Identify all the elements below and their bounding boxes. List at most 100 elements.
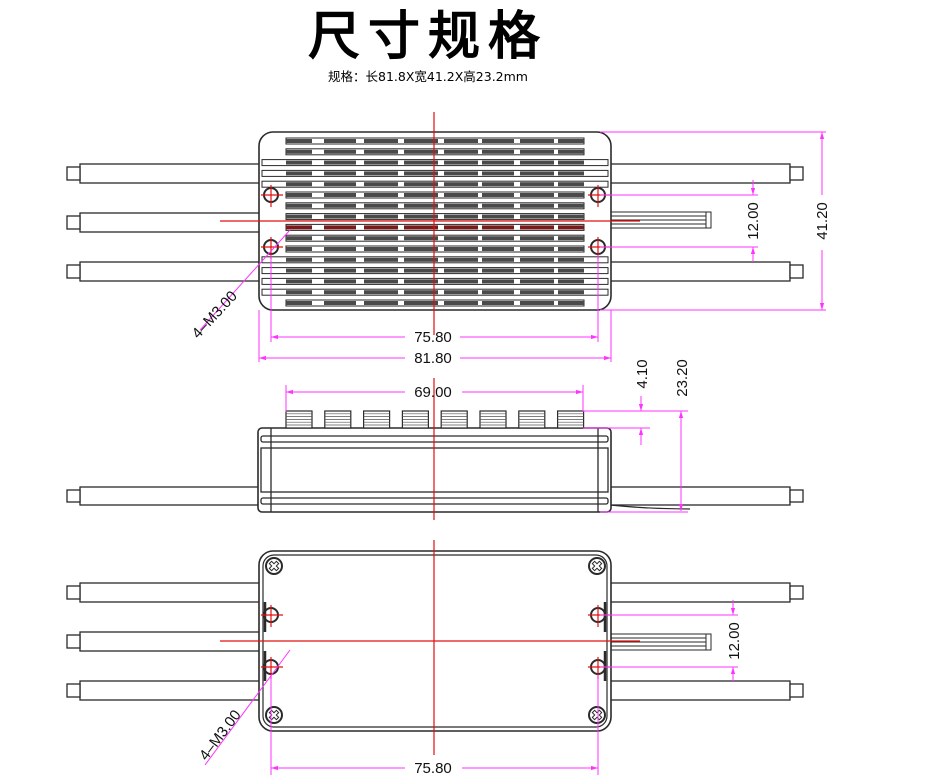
page-title: 尺寸规格: [307, 7, 548, 67]
dim-total-height: 23.20: [674, 359, 691, 397]
screw-icon: [588, 706, 606, 724]
fin-segment: [324, 139, 356, 143]
fin-segment: [286, 203, 312, 208]
fin-segment: [520, 171, 554, 176]
fin-segment: [364, 279, 398, 284]
fin-segment: [324, 225, 356, 230]
fin-segment: [324, 193, 356, 197]
wire: [607, 680, 791, 701]
bottom-right-wires: [607, 582, 804, 701]
fin-segment: [482, 279, 514, 284]
wire-tip: [789, 264, 804, 279]
signal-cable: [609, 211, 712, 229]
dim-hole-spacing-width-bottom: 75.80: [414, 760, 452, 777]
fin-segment: [324, 247, 356, 251]
fin-segment: [482, 290, 514, 295]
dim-hole-spacing-height-bottom: 12.00: [726, 622, 743, 660]
fin-segment: [404, 257, 438, 262]
fin-segment: [364, 203, 398, 208]
fin-segment: [286, 214, 312, 219]
fin-segment: [404, 193, 438, 197]
fin-segment: [482, 160, 514, 165]
fin-segment: [324, 268, 356, 273]
wire: [79, 163, 261, 184]
fin-segment: [324, 301, 356, 305]
fin-segment: [520, 139, 554, 143]
fin-segment: [558, 225, 584, 230]
fin-segment: [286, 225, 312, 230]
fin-segment: [520, 182, 554, 187]
fin-segment: [404, 139, 438, 143]
fin-segment: [364, 182, 398, 187]
wire-tip: [66, 585, 81, 600]
bottom-view: 75.80 12.00 4–M3.00: [66, 540, 804, 777]
fin-segment: [444, 203, 478, 208]
fin-segment: [286, 193, 312, 197]
fin-segment: [364, 171, 398, 176]
fin-segment: [286, 247, 312, 251]
fin-segment: [520, 236, 554, 241]
wire-tip: [789, 489, 804, 503]
wire-tip: [789, 166, 804, 181]
wire: [79, 212, 261, 233]
centerlines-bottom: [220, 540, 640, 755]
side-wires: [66, 486, 804, 510]
fin-segment: [558, 290, 584, 295]
fin-segment: [404, 301, 438, 305]
fin-segment: [558, 171, 584, 176]
heatsink-fins: [261, 137, 609, 307]
fin-segment: [558, 182, 584, 187]
fin-segment: [286, 171, 312, 176]
fin-segment: [404, 279, 438, 284]
dim-mounting-holes-bottom: 4–M3.00: [196, 707, 245, 764]
fin-segment: [558, 203, 584, 208]
fin-segment: [324, 257, 356, 262]
wire-tip: [66, 215, 81, 230]
fin-segment: [482, 214, 514, 219]
fin-segment: [324, 214, 356, 219]
fin-segment: [324, 203, 356, 208]
fin-segment: [444, 214, 478, 219]
heatsink-fin-blocks: [285, 410, 585, 429]
dim-total-length: 81.80: [414, 350, 452, 367]
wire: [609, 163, 791, 184]
fin-segment: [364, 225, 398, 230]
fin-segment: [444, 290, 478, 295]
fin-segment: [404, 203, 438, 208]
fin-segment: [324, 171, 356, 176]
fin-segment: [520, 257, 554, 262]
screw-icon: [588, 557, 606, 575]
fin-segment: [286, 290, 312, 295]
centerlines-top: [220, 112, 640, 335]
fin-segment: [404, 171, 438, 176]
fin-segment: [520, 149, 554, 154]
fin-segment: [444, 236, 478, 241]
fin-segment: [558, 268, 584, 273]
fin-segment: [444, 279, 478, 284]
fin-segment: [558, 139, 584, 143]
dim-total-width: 41.20: [814, 202, 831, 240]
dim-mounting-holes: 4–M3.00: [189, 288, 241, 342]
wire-tip: [66, 166, 81, 181]
fin-segment: [558, 149, 584, 154]
fin-segment: [520, 279, 554, 284]
fin-segment: [404, 160, 438, 165]
fin-segment: [444, 149, 478, 154]
fin-segment: [364, 214, 398, 219]
fin-segment: [558, 214, 584, 219]
dimension-lines-side: [285, 385, 688, 513]
wire: [79, 680, 261, 701]
fin-segment: [444, 257, 478, 262]
fin-segment: [558, 301, 584, 305]
fin-segment: [364, 139, 398, 143]
fin-segment: [444, 182, 478, 187]
fin-segment: [286, 139, 312, 143]
side-view: 69.00 4.10 23.20: [66, 359, 804, 520]
fin-segment: [286, 160, 312, 165]
wire-tip: [789, 585, 804, 600]
dimension-lines-bottom: [204, 600, 738, 775]
fin-segment: [482, 193, 514, 197]
fin-segment: [364, 149, 398, 154]
fin-segment: [364, 236, 398, 241]
fin-segment: [404, 182, 438, 187]
